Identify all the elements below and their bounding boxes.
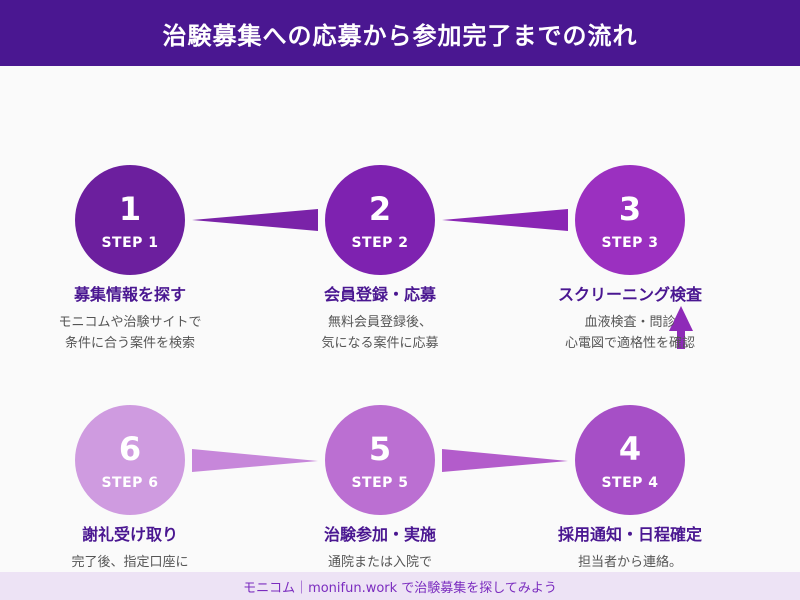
- step-6-circle: 6 STEP 6: [75, 405, 185, 515]
- step-3-text: スクリーニング検査 血液検査・問診 心電図で適格性を確認: [530, 284, 730, 354]
- step-5-number: 5: [368, 430, 392, 468]
- step-2-circle: 2 STEP 2: [325, 165, 435, 275]
- footer-text: モニコム｜monifun.work で治験募集を探してみよう: [243, 580, 557, 596]
- step-2-text: 会員登録・応募 無料会員登録後、 気になる案件に応募: [280, 284, 480, 354]
- step-1-desc-line2: 条件に合う案件を検索: [64, 336, 195, 351]
- step-6-desc-line1: 完了後、指定口座に: [71, 555, 189, 570]
- step-6-number: 6: [118, 430, 142, 468]
- step-4-desc: 担当者から連絡。: [530, 552, 730, 573]
- step-2-desc-line2: 気になる案件に応募: [321, 336, 439, 351]
- step-1-label: STEP 1: [101, 235, 159, 251]
- step-6-desc: 完了後、指定口座に: [30, 552, 230, 573]
- step-3-desc: 血液検査・問診 心電図で適格性を確認: [530, 312, 730, 354]
- step-3-desc-line1: 血液検査・問診: [584, 315, 676, 330]
- step-3-title: スクリーニング検査: [557, 285, 702, 304]
- step-6-text: 謝礼受け取り 完了後、指定口座に: [30, 524, 230, 573]
- connector-2-3: [442, 209, 568, 231]
- footer-bar: モニコム｜monifun.work で治験募集を探してみよう: [0, 572, 800, 600]
- step-2-number: 2: [368, 190, 392, 228]
- step-4-circle: 4 STEP 4: [575, 405, 685, 515]
- flow-diagram: 1 STEP 1 2 STEP 2 3 STEP 3 6 STEP 6 5 ST…: [0, 66, 800, 572]
- step-6-title: 謝礼受け取り: [81, 525, 178, 544]
- step-2-desc-line1: 無料会員登録後、: [327, 315, 432, 330]
- step-2-desc: 無料会員登録後、 気になる案件に応募: [280, 312, 480, 354]
- connectors: [192, 209, 693, 472]
- step-3-circle: 3 STEP 3: [575, 165, 685, 275]
- step-1-desc: モニコムや治験サイトで 条件に合う案件を検索: [30, 312, 230, 354]
- step-5-text: 治験参加・実施 通院または入院で: [280, 524, 480, 573]
- step-1-text: 募集情報を探す モニコムや治験サイトで 条件に合う案件を検索: [30, 284, 230, 354]
- step-2-title: 会員登録・応募: [323, 285, 436, 304]
- step-5-circle: 5 STEP 5: [325, 405, 435, 515]
- up-arrow-icon: [669, 306, 693, 349]
- step-1-circle: 1 STEP 1: [75, 165, 185, 275]
- step-1-title: 募集情報を探す: [73, 285, 186, 304]
- step-5-desc-line1: 通院または入院で: [327, 555, 432, 570]
- page-title: 治験募集への応募から参加完了までの流れ: [162, 21, 638, 50]
- step-4-label: STEP 4: [601, 475, 659, 491]
- connector-1-2: [192, 209, 318, 231]
- connector-5-6: [192, 449, 318, 472]
- step-5-label: STEP 5: [351, 475, 409, 491]
- step-3-desc-line2: 心電図で適格性を確認: [564, 336, 695, 351]
- step-4-title: 採用通知・日程確定: [557, 525, 702, 544]
- step-4-desc-line1: 担当者から連絡。: [577, 555, 682, 570]
- step-4-text: 採用通知・日程確定 担当者から連絡。: [530, 524, 730, 573]
- header-bar: 治験募集への応募から参加完了までの流れ: [0, 0, 800, 66]
- step-3-label: STEP 3: [601, 235, 659, 251]
- step-1-number: 1: [118, 190, 142, 228]
- connector-4-5: [442, 449, 568, 472]
- step-4-number: 4: [618, 430, 642, 468]
- step-2-label: STEP 2: [351, 235, 409, 251]
- step-5-desc: 通院または入院で: [280, 552, 480, 573]
- step-3-number: 3: [618, 190, 642, 228]
- step-6-label: STEP 6: [101, 475, 159, 491]
- step-1-desc-line1: モニコムや治験サイトで: [58, 315, 202, 330]
- step-5-title: 治験参加・実施: [323, 525, 436, 544]
